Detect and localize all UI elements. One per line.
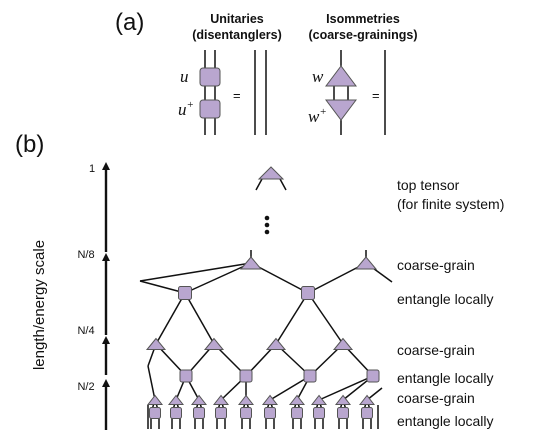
scale-axis: 1 N/8 N/4 N/2 xyxy=(77,162,110,430)
label-entangle-locally-lower: entangle locally xyxy=(397,413,494,429)
scale-tick-n4: N/4 xyxy=(77,325,94,337)
scale-tick-n2: N/2 xyxy=(77,381,94,393)
unitaries-title: Unitaries xyxy=(210,12,264,26)
label-top-tensor: top tensor xyxy=(397,177,460,193)
isometry-lower-4 xyxy=(237,394,255,405)
label-coarse-grain-upper: coarse-grain xyxy=(397,257,475,273)
symbol-u-dagger: u+ xyxy=(178,99,194,119)
disentangler-lower-2 xyxy=(193,407,205,419)
scale-axis-label: length/energy scale xyxy=(31,240,48,370)
panel-a-label: (a) xyxy=(115,9,144,36)
disentangler-lower-4 xyxy=(240,407,252,419)
isometry-lower-6 xyxy=(288,394,306,405)
unitary-identity: Unitaries (disentanglers) u u+ = xyxy=(178,12,282,135)
unitaries-subtitle: (disentanglers) xyxy=(192,28,282,42)
symbol-w: w xyxy=(312,67,324,86)
isometries-title: Isommetries xyxy=(326,12,400,26)
disentangler-lower-1 xyxy=(170,407,182,419)
isometry-equals-sign: = xyxy=(372,88,380,103)
unitary-equals-sign: = xyxy=(233,88,241,103)
disentangler-lower-5 xyxy=(264,407,276,419)
isometry-lower-1 xyxy=(167,394,185,405)
symbol-w-dagger: w+ xyxy=(308,106,327,126)
isometry-middle-2 xyxy=(265,337,287,350)
isometry-w-dagger-tensor xyxy=(325,99,357,121)
isometry-middle-0 xyxy=(145,337,167,350)
label-coarse-grain-middle: coarse-grain xyxy=(397,342,475,358)
unitary-u-tensor xyxy=(199,67,221,87)
ellipsis-dot-2 xyxy=(264,222,270,228)
scale-tick-n8: N/8 xyxy=(77,249,94,261)
label-entangle-locally-middle: entangle locally xyxy=(397,370,494,386)
disentangler-lower-6 xyxy=(291,407,303,419)
scale-tick-1: 1 xyxy=(89,163,95,175)
isometry-lower-0 xyxy=(146,394,164,405)
disentangler-lower-7 xyxy=(313,407,325,419)
isometry-middle-1 xyxy=(203,337,225,350)
isometry-lower-2 xyxy=(190,394,208,405)
disentangler-middle-2 xyxy=(303,369,317,383)
isometry-identity: Isommetries (coarse-grainings) w w+ = xyxy=(308,12,418,135)
disentangler-upper-0 xyxy=(178,286,192,300)
label-coarse-grain-lower: coarse-grain xyxy=(397,390,475,406)
disentangler-lower-0 xyxy=(149,407,161,419)
unitary-u-dagger-tensor xyxy=(199,99,221,119)
disentangler-middle-0 xyxy=(179,369,193,383)
label-top-tensor-note: (for finite system) xyxy=(397,196,504,212)
top-tensor-group xyxy=(255,166,287,235)
disentangler-lower-8 xyxy=(337,407,349,419)
ellipsis-dot-1 xyxy=(264,215,270,221)
row-labels: top tensor (for finite system) coarse-gr… xyxy=(397,177,504,429)
symbol-u: u xyxy=(180,67,189,86)
isometry-upper-0 xyxy=(239,256,263,270)
ellipsis-dot-3 xyxy=(264,229,270,235)
isometry-w-tensor xyxy=(325,65,357,87)
isometry-lower-3 xyxy=(212,394,230,405)
isometry-lower-7 xyxy=(310,394,328,405)
disentangler-lower-9 xyxy=(361,407,373,419)
disentangler-lower-3 xyxy=(215,407,227,419)
disentangler-middle-1 xyxy=(239,369,253,383)
isometry-upper-1 xyxy=(354,256,378,270)
panel-b-label: (b) xyxy=(15,131,44,158)
isometry-lower-8 xyxy=(334,394,352,405)
disentangler-middle-3 xyxy=(366,369,380,383)
isometry-middle-3 xyxy=(332,337,354,350)
isometry-lower-5 xyxy=(261,394,279,405)
mera-network-tensors xyxy=(145,256,380,419)
isometry-lower-9 xyxy=(358,394,376,405)
top-tensor xyxy=(257,166,285,180)
isometries-subtitle: (coarse-grainings) xyxy=(308,28,417,42)
disentangler-upper-1 xyxy=(301,286,315,300)
label-entangle-locally-upper: entangle locally xyxy=(397,291,494,307)
